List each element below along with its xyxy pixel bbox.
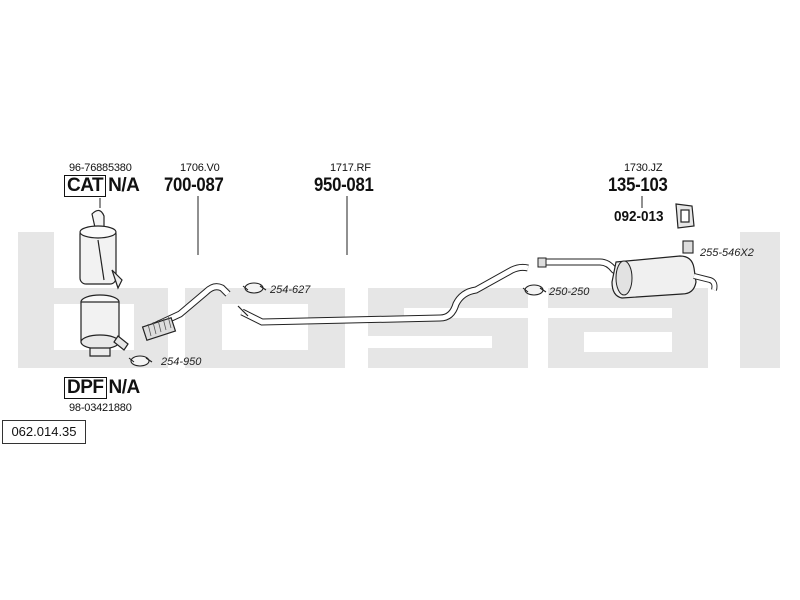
diagram-id-box: 062.014.35 — [2, 420, 86, 444]
dpf-filter — [80, 294, 129, 357]
cat-tag: CAT N/A — [64, 175, 140, 197]
front-pipe-ref: 1706.V0 — [180, 162, 220, 174]
front-pipe-number: 700-087 — [164, 175, 224, 196]
catalytic-converter — [79, 209, 123, 290]
clamp-label-255-546x2: 255-546X2 — [700, 247, 754, 259]
middle-pipe-number: 950-081 — [314, 175, 374, 196]
mount-bracket — [675, 203, 695, 229]
clamp-label-254-627: 254-627 — [270, 284, 311, 296]
cat-label: CAT — [64, 175, 107, 197]
rear-muffler-ref: 1730.JZ — [624, 162, 663, 174]
cat-ref: 96-76885380 — [69, 162, 132, 174]
front-pipe — [141, 283, 231, 342]
dpf-label: DPF — [64, 377, 107, 399]
middle-pipe — [237, 263, 529, 326]
rear-muffler — [537, 255, 718, 299]
dpf-tag: DPF N/A — [64, 377, 140, 399]
cat-value: N/A — [108, 175, 140, 196]
dpf-value: N/A — [108, 377, 141, 398]
clamp-label-254-950: 254-950 — [161, 356, 202, 368]
clamp-label-250-250: 250-250 — [549, 286, 590, 298]
watermark-logo — [18, 232, 780, 368]
dpf-ref: 98-03421880 — [69, 402, 132, 414]
middle-pipe-ref: 1717.RF — [330, 162, 371, 174]
mount-part-number: 092-013 — [614, 208, 664, 225]
rear-muffler-number: 135-103 — [608, 175, 668, 196]
clamp-icons — [128, 240, 694, 367]
